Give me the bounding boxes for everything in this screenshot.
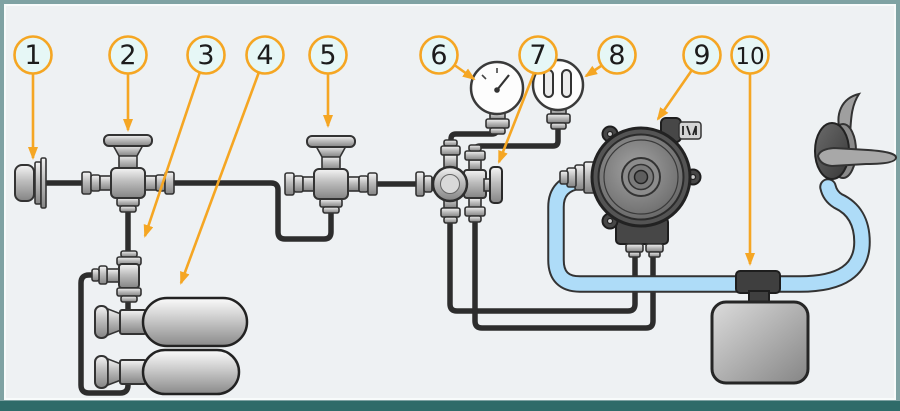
callout-bubble — [13, 35, 53, 75]
callout-arrow — [452, 62, 476, 81]
callout-bubble — [682, 35, 722, 75]
callout-line-end-cap: 1 — [13, 35, 53, 160]
callout-number: 9 — [693, 40, 710, 71]
callouts: 1 2 3 4 5 6 7 8 9 10 — [13, 35, 770, 285]
callout-bubble — [730, 35, 770, 75]
line-end-cap — [14, 157, 47, 209]
gas-cylinder-top — [94, 296, 249, 348]
callout-number: 3 — [197, 40, 214, 71]
callout-number: 1 — [24, 40, 41, 71]
pump-outlet-nuts — [625, 243, 664, 258]
callout-bubble — [419, 35, 459, 75]
tank-assembly — [710, 270, 810, 385]
callout-number: 4 — [256, 40, 273, 71]
propeller-blade-right — [816, 146, 897, 168]
callout-number: 5 — [319, 40, 336, 71]
callout-bubble — [518, 35, 558, 75]
callout-arrow — [497, 72, 536, 164]
callout-number: 7 — [529, 40, 546, 71]
callout-bubble — [597, 35, 637, 75]
callout-bubble — [245, 35, 285, 75]
callout-shutoff-valve-left: 2 — [108, 35, 148, 132]
callout-number: 10 — [735, 44, 764, 70]
callout-indicator-device: 8 — [584, 35, 637, 78]
callout-tank-tee: 10 — [730, 35, 770, 266]
gas-cylinder-bottom — [94, 348, 241, 396]
propeller — [814, 92, 897, 180]
callout-pump-unit: 9 — [656, 35, 722, 121]
callout-pressure-gauge: 6 — [419, 35, 476, 81]
callout-bubble — [186, 35, 226, 75]
tee-fitting — [91, 250, 142, 303]
callout-arrow — [143, 71, 202, 238]
callout-gas-cylinders: 4 — [179, 35, 285, 285]
fuel-hose — [547, 172, 871, 293]
manifold-plug — [489, 166, 503, 204]
pump-unit — [559, 117, 702, 258]
gas-cylinders — [94, 296, 249, 396]
tank-tee — [735, 270, 781, 306]
callout-arrow — [179, 71, 261, 285]
callout-tee-fitting: 3 — [143, 35, 226, 238]
manifold-cross — [415, 139, 503, 224]
callout-number: 8 — [608, 40, 625, 71]
callout-manifold-plug: 7 — [497, 35, 558, 164]
callout-arrow — [656, 69, 694, 121]
pressure-gauge — [469, 60, 525, 135]
callout-bubble — [108, 35, 148, 75]
callout-number: 6 — [430, 40, 447, 71]
callout-bubble — [308, 35, 348, 75]
callout-number: 2 — [119, 40, 136, 71]
fuel-tank — [710, 300, 810, 385]
callout-shutoff-valve-right: 5 — [308, 35, 348, 128]
